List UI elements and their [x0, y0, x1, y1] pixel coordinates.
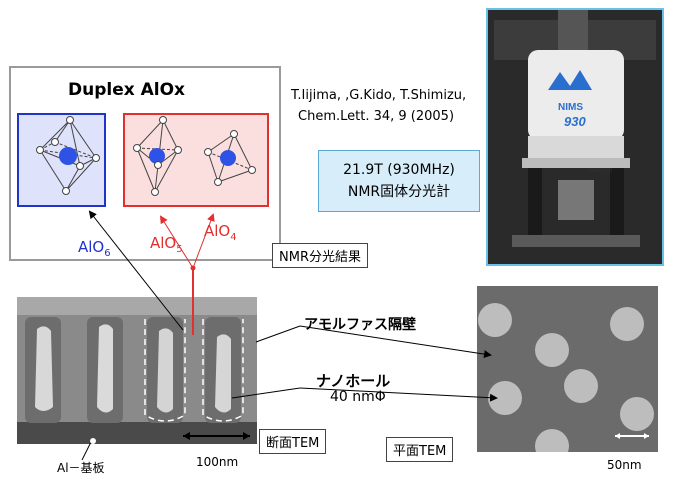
plan-tem-graphic	[477, 286, 658, 452]
nmr-magnet-photo: NIMS 930 KOBELCO	[486, 8, 664, 266]
cross-section-tem-image	[17, 297, 257, 444]
nanohole-size-label: 40 nmΦ	[330, 389, 386, 405]
reference-authors: T.Iijima, ,G.Kido, T.Shimizu,	[291, 88, 467, 103]
nanohole-label: ナノホール	[316, 372, 391, 390]
alo4-label: AlO4	[204, 222, 237, 243]
nmr-instrument-box: 21.9T (930MHz) NMR固体分光計	[318, 150, 480, 212]
scale-100nm-label: 100nm	[196, 455, 239, 469]
scale-50nm-label: 50nm	[607, 458, 642, 472]
amorphous-wall-label: アモルファス隔壁	[304, 317, 416, 333]
maker-label: KOBELCO	[588, 168, 612, 174]
al-substrate-label: Al－基板	[57, 461, 105, 475]
reference-journal: Chem.Lett. 34, 9 (2005)	[298, 109, 455, 124]
alo5-alo4-structure-box	[123, 113, 269, 207]
alo5-label: AlO5	[150, 234, 183, 255]
nmr-magnet-illustration: NIMS 930 KOBELCO	[488, 10, 662, 264]
magnet-number: 930	[564, 114, 586, 129]
duplex-title: Duplex AlOx	[68, 80, 186, 100]
cross-section-tem-label: 断面TEM	[259, 429, 327, 454]
nims-logo-text: NIMS	[558, 102, 583, 113]
nmr-result-label: NMR分光結果	[272, 243, 368, 268]
plan-tem-label: 平面TEM	[386, 437, 454, 462]
nmr-instrument-name: NMR固体分光計	[347, 184, 451, 200]
cross-section-tem-graphic	[17, 297, 257, 444]
nmr-field-strength: 21.9T (930MHz)	[343, 162, 455, 178]
alo6-label: AlO6	[78, 238, 111, 259]
plan-tem-image	[477, 286, 658, 452]
